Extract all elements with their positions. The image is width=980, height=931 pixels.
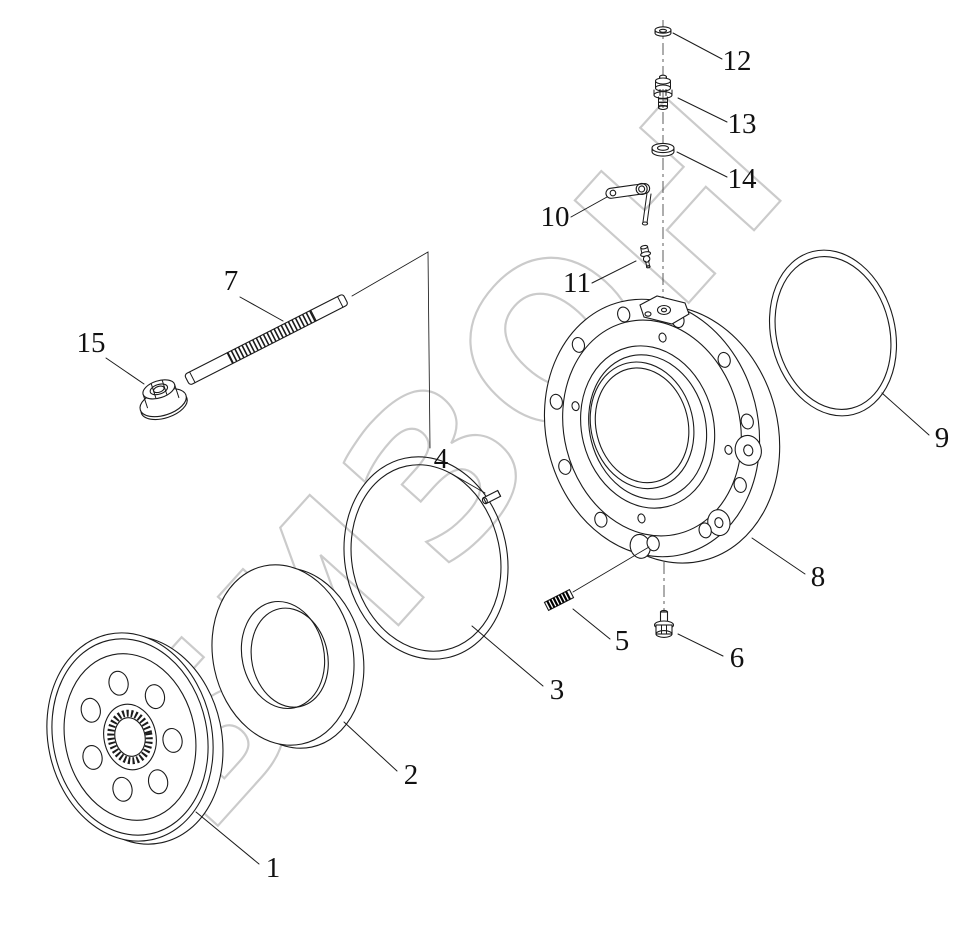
spline-teeth: [107, 709, 153, 765]
part-1-disc: [46, 632, 224, 845]
part-label-12: 12: [723, 45, 752, 77]
part-2-ring: [211, 564, 365, 749]
part-label-14: 14: [728, 163, 758, 195]
part-3-ring-gasket: [343, 456, 509, 660]
part-label-8: 8: [811, 561, 826, 593]
part-label-10: 10: [541, 201, 570, 233]
part-label-11: 11: [563, 267, 591, 299]
part-10-lever: [605, 182, 652, 226]
part-label-7: 7: [224, 265, 239, 297]
part-14-washer: [651, 142, 675, 157]
part-4-pin: [481, 489, 502, 505]
leader-line-15: [105, 357, 145, 385]
link-line-stud5: [572, 546, 650, 593]
part-10-pin: [642, 192, 648, 223]
part-label-2: 2: [404, 759, 419, 791]
leader-line-12: [672, 32, 723, 60]
axis-line-bolt7: [351, 251, 431, 449]
part-11-fitting: [640, 244, 652, 269]
leader-line-11: [591, 260, 637, 284]
leader-line-3: [471, 625, 544, 687]
part-label-4: 4: [434, 443, 449, 475]
part-label-9: 9: [935, 422, 950, 454]
part-9-o-ring: [768, 249, 898, 417]
leader-line-4: [451, 473, 486, 494]
leader-line-13: [677, 97, 728, 123]
part-label-5: 5: [615, 625, 630, 657]
leader-line-5: [572, 608, 611, 640]
leader-line-14: [676, 151, 728, 178]
part-8-top-boss: [639, 295, 690, 325]
part-label-15: 15: [77, 327, 106, 359]
leader-line-6: [677, 633, 724, 657]
part-8-housing: [543, 298, 781, 564]
part-label-3: 3: [550, 674, 565, 706]
part-label-13: 13: [728, 108, 757, 140]
part-label-1: 1: [266, 852, 281, 884]
leader-line-8: [751, 537, 806, 575]
leader-line-2: [343, 721, 398, 772]
part-6-bolt: [653, 609, 675, 638]
leader-line-7: [239, 296, 284, 322]
leader-line-10: [570, 196, 608, 218]
part-label-6: 6: [730, 642, 745, 674]
part-5-stud: [543, 588, 575, 612]
part-13-breather-valve: [653, 74, 673, 111]
part-7-bolt: [184, 294, 348, 385]
leader-line-1: [195, 811, 260, 865]
part-15-flange-nut: [139, 379, 188, 421]
leader-line-9: [881, 392, 930, 436]
part-12-washer: [654, 26, 672, 37]
